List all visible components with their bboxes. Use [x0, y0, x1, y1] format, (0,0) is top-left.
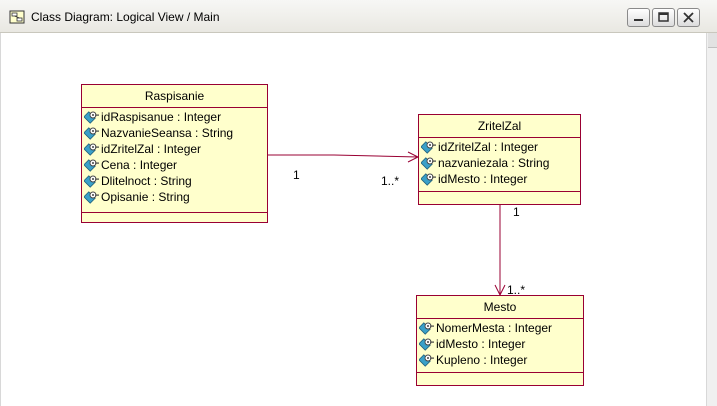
- association-zritelzal-mesto[interactable]: [494, 205, 506, 297]
- attribute-label: Opisanie : String: [101, 190, 190, 204]
- attribute-label: nazvaniezala : String: [438, 156, 550, 170]
- class-attributes: NomerMesta : Integer idMesto : Integer K…: [417, 319, 583, 373]
- attribute-label: idRaspisanue : Integer: [101, 110, 222, 124]
- attribute-icon: [419, 338, 434, 351]
- attribute-row[interactable]: Dlitelnoct : String: [82, 173, 267, 189]
- multiplicity-zritelzal-target: 1..*: [381, 174, 400, 188]
- attribute-row[interactable]: Cena : Integer: [82, 157, 267, 173]
- attribute-label: idZritelZal : Integer: [438, 140, 539, 154]
- attribute-icon: [84, 143, 99, 156]
- class-name: Mesto: [417, 296, 583, 319]
- attribute-icon: [84, 127, 99, 140]
- attribute-label: idMesto : Integer: [436, 337, 526, 351]
- attribute-row[interactable]: idMesto : Integer: [417, 336, 583, 352]
- class-mesto[interactable]: Mesto NomerMesta : Integer idMesto : Int…: [416, 295, 584, 386]
- attribute-icon: [84, 111, 99, 124]
- attribute-row[interactable]: NazvanieSeansa : String: [82, 125, 267, 141]
- association-raspisanie-zritelzal[interactable]: [268, 151, 420, 163]
- attribute-row[interactable]: NomerMesta : Integer: [417, 320, 583, 336]
- attribute-label: Dlitelnoct : String: [101, 174, 192, 188]
- attribute-icon: [84, 159, 99, 172]
- attribute-label: NazvanieSeansa : String: [101, 126, 234, 140]
- diagram-canvas[interactable]: [0, 33, 717, 406]
- class-raspisanie[interactable]: Raspisanie idRaspisanue : Integer Nazvan…: [81, 84, 268, 223]
- attribute-label: idMesto : Integer: [438, 172, 528, 186]
- multiplicity-zritelzal-source: 1: [513, 205, 520, 219]
- vertical-scrollbar[interactable]: [706, 33, 717, 406]
- minimize-button[interactable]: [627, 8, 650, 27]
- attribute-icon: [421, 173, 436, 186]
- close-icon: [683, 12, 694, 23]
- attribute-label: Cena : Integer: [101, 158, 178, 172]
- attribute-icon: [84, 175, 99, 188]
- class-diagram-icon: [9, 10, 25, 24]
- attribute-row[interactable]: idZritelZal : Integer: [82, 141, 267, 157]
- restore-button[interactable]: [652, 8, 675, 27]
- multiplicity-mesto-target: 1..*: [507, 283, 526, 297]
- attribute-icon: [421, 141, 436, 154]
- attribute-row[interactable]: idZritelZal : Integer: [419, 139, 580, 155]
- window-title: Class Diagram: Logical View / Main: [31, 10, 220, 24]
- attribute-label: Kupleno : Integer: [436, 353, 528, 367]
- attribute-row[interactable]: nazvaniezala : String: [419, 155, 580, 171]
- window-title-bar: Class Diagram: Logical View / Main: [0, 0, 717, 33]
- class-attributes: idRaspisanue : Integer NazvanieSeansa : …: [82, 108, 267, 213]
- attribute-icon: [419, 354, 434, 367]
- attribute-row[interactable]: idRaspisanue : Integer: [82, 109, 267, 125]
- attribute-icon: [84, 191, 99, 204]
- attribute-label: NomerMesta : Integer: [436, 321, 553, 335]
- restore-icon: [658, 12, 669, 22]
- attribute-row[interactable]: Kupleno : Integer: [417, 352, 583, 368]
- attribute-icon: [419, 322, 434, 335]
- class-name: ZritelZal: [419, 115, 580, 138]
- scrollbar-up-arrow[interactable]: [708, 33, 717, 48]
- multiplicity-raspisanie-source: 1: [293, 168, 300, 182]
- minimize-icon: [634, 19, 643, 21]
- class-zritelzal[interactable]: ZritelZal idZritelZal : Integer nazvanie…: [418, 114, 581, 205]
- attribute-label: idZritelZal : Integer: [101, 142, 202, 156]
- attribute-icon: [421, 157, 436, 170]
- attribute-row[interactable]: Opisanie : String: [82, 189, 267, 205]
- class-attributes: idZritelZal : Integer nazvaniezala : Str…: [419, 138, 580, 192]
- attribute-row[interactable]: idMesto : Integer: [419, 171, 580, 187]
- class-name: Raspisanie: [82, 85, 267, 108]
- close-button[interactable]: [677, 8, 700, 27]
